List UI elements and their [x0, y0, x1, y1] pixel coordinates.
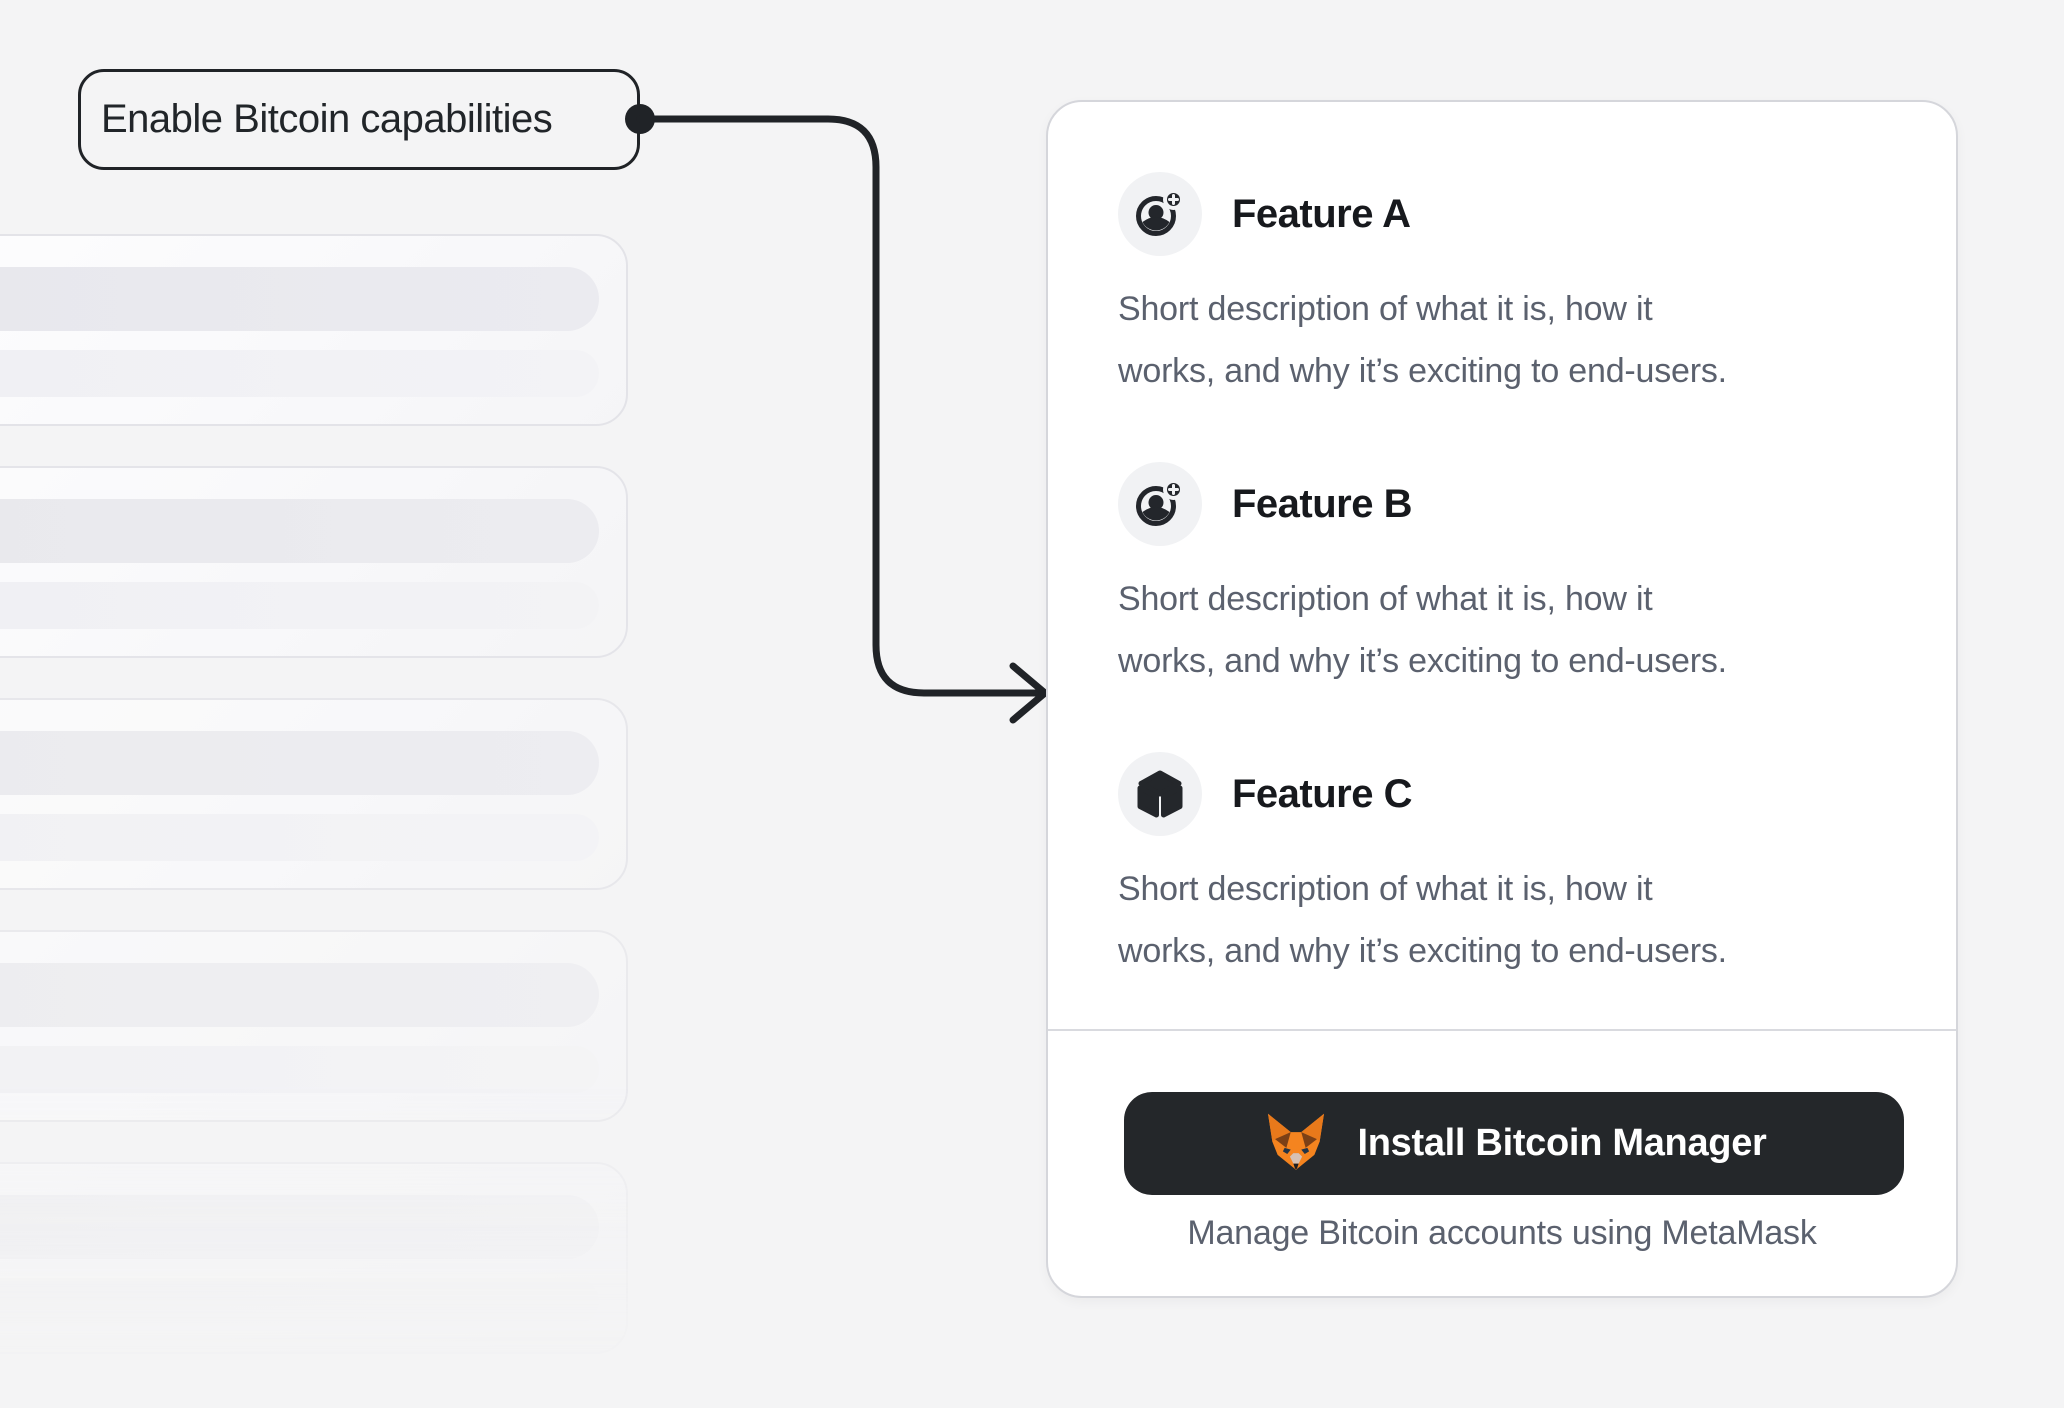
callout-enable-bitcoin: Enable Bitcoin capabilities	[78, 69, 640, 170]
feature-c-desc-line2: works, and why it’s exciting to end-user…	[1118, 932, 1727, 970]
arrowhead	[1009, 662, 1049, 724]
feature-c-icon-circle	[1118, 752, 1202, 836]
feature-a-desc-line1: Short description of what it is, how it	[1118, 290, 1653, 328]
feature-row-b: Feature B Short description of what it i…	[1118, 460, 1886, 692]
skeleton-bar	[0, 350, 599, 397]
feature-a-header: Feature A	[1118, 170, 1886, 258]
cube-icon	[1137, 770, 1183, 818]
feature-c-title: Feature C	[1232, 771, 1413, 816]
install-caption: Manage Bitcoin accounts using MetaMask	[1187, 1214, 1817, 1252]
skeleton-panel	[0, 0, 700, 1408]
skeleton-bar	[0, 267, 599, 331]
feature-a-title: Feature A	[1232, 191, 1411, 236]
feature-row-c: Feature C Short description of what it i…	[1118, 750, 1886, 982]
card-divider	[1048, 1029, 1956, 1031]
feature-row-a: Feature A Short description of what it i…	[1118, 170, 1886, 402]
feature-c-description: Short description of what it is, how it …	[1118, 858, 1886, 982]
skeleton-bar	[0, 814, 599, 861]
skeleton-card	[0, 930, 628, 1122]
features-card: Feature A Short description of what it i…	[1046, 100, 1958, 1298]
feature-b-desc-line1: Short description of what it is, how it	[1118, 580, 1653, 618]
skeleton-card	[0, 1162, 628, 1354]
skeleton-card	[0, 466, 628, 658]
callout-label: Enable Bitcoin capabilities	[101, 97, 553, 141]
skeleton-bar	[0, 1278, 599, 1325]
skeleton-bar	[0, 1195, 599, 1259]
skeleton-bar	[0, 499, 599, 563]
install-button-label: Install Bitcoin Manager	[1357, 1122, 1767, 1164]
feature-b-icon-circle	[1118, 462, 1202, 546]
feature-a-description: Short description of what it is, how it …	[1118, 278, 1886, 402]
skeleton-card	[0, 234, 628, 426]
install-bitcoin-manager-button[interactable]: Install Bitcoin Manager	[1124, 1092, 1904, 1195]
feature-c-header: Feature C	[1118, 750, 1886, 838]
skeleton-card	[0, 698, 628, 890]
feature-b-header: Feature B	[1118, 460, 1886, 548]
feature-b-description: Short description of what it is, how it …	[1118, 568, 1886, 692]
skeleton-bar	[0, 582, 599, 629]
feature-b-title: Feature B	[1232, 481, 1413, 526]
skeleton-bar	[0, 963, 599, 1027]
feature-c-desc-line1: Short description of what it is, how it	[1118, 870, 1653, 908]
metamask-fox-icon	[1268, 1113, 1325, 1170]
skeleton-bar	[0, 1046, 599, 1093]
feature-a-desc-line2: works, and why it’s exciting to end-user…	[1118, 352, 1727, 390]
feature-a-icon-circle	[1118, 172, 1202, 256]
account-add-icon	[1136, 189, 1184, 236]
skeleton-bar	[0, 731, 599, 795]
feature-b-desc-line2: works, and why it’s exciting to end-user…	[1118, 642, 1727, 680]
account-add-icon	[1136, 479, 1184, 526]
